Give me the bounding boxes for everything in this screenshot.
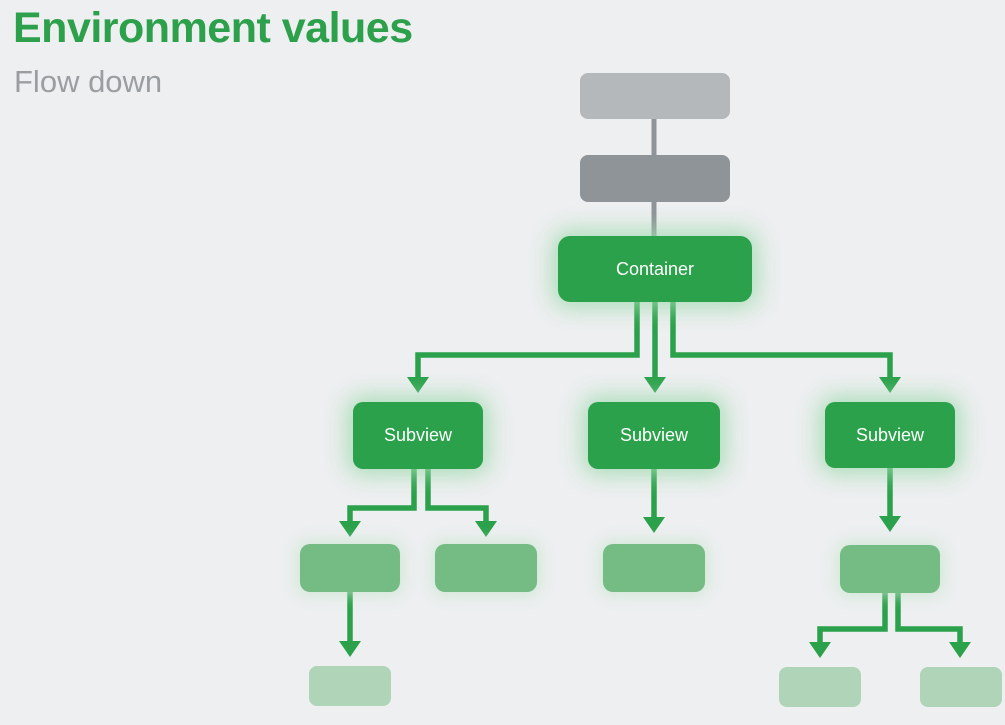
node-child-right — [840, 545, 940, 593]
edge-container-subview-right — [670, 302, 893, 378]
node-subview-middle-label: Subview — [619, 425, 689, 445]
node-container: Container — [558, 236, 752, 302]
slide-subtitle: Flow down — [14, 64, 163, 99]
arrowhead-subview-middle — [644, 377, 666, 393]
slide-title: Environment values — [13, 4, 413, 52]
node-subview-left-label: Subview — [383, 425, 453, 445]
node-child-left-2 — [435, 544, 537, 592]
arrowhead-child-middle — [643, 517, 665, 533]
arrowhead-subview-left — [407, 377, 429, 393]
node-leaf-right-1 — [779, 667, 861, 707]
arrowhead-leaf-right-2 — [949, 642, 971, 658]
node-leaf-right-2 — [920, 667, 1002, 707]
node-ancestor-2 — [580, 155, 730, 202]
edge-container-subview-left — [415, 302, 640, 378]
edge-subviewleft-child2 — [425, 469, 489, 522]
node-subview-right: Subview — [825, 402, 955, 468]
node-ancestor-1 — [580, 73, 730, 119]
node-subview-middle: Subview — [588, 402, 720, 469]
node-child-left-1 — [300, 544, 400, 592]
arrowhead-subview-right — [879, 377, 901, 393]
arrowhead-child-left-1 — [339, 521, 361, 537]
arrowhead-child-right — [879, 516, 901, 532]
edge-childright-leaf2 — [895, 593, 963, 643]
arrowhead-child-left-2 — [475, 521, 497, 537]
node-child-middle — [603, 544, 705, 592]
node-subview-right-label: Subview — [855, 424, 925, 445]
edge-childright-leaf1 — [817, 593, 888, 643]
edge-subviewleft-child1 — [347, 469, 417, 522]
arrowhead-leaf-left — [339, 641, 361, 657]
arrowhead-leaf-right-1 — [809, 642, 831, 658]
node-subview-left: Subview — [353, 402, 483, 469]
node-container-label: Container — [615, 258, 695, 279]
node-leaf-left — [309, 666, 391, 706]
